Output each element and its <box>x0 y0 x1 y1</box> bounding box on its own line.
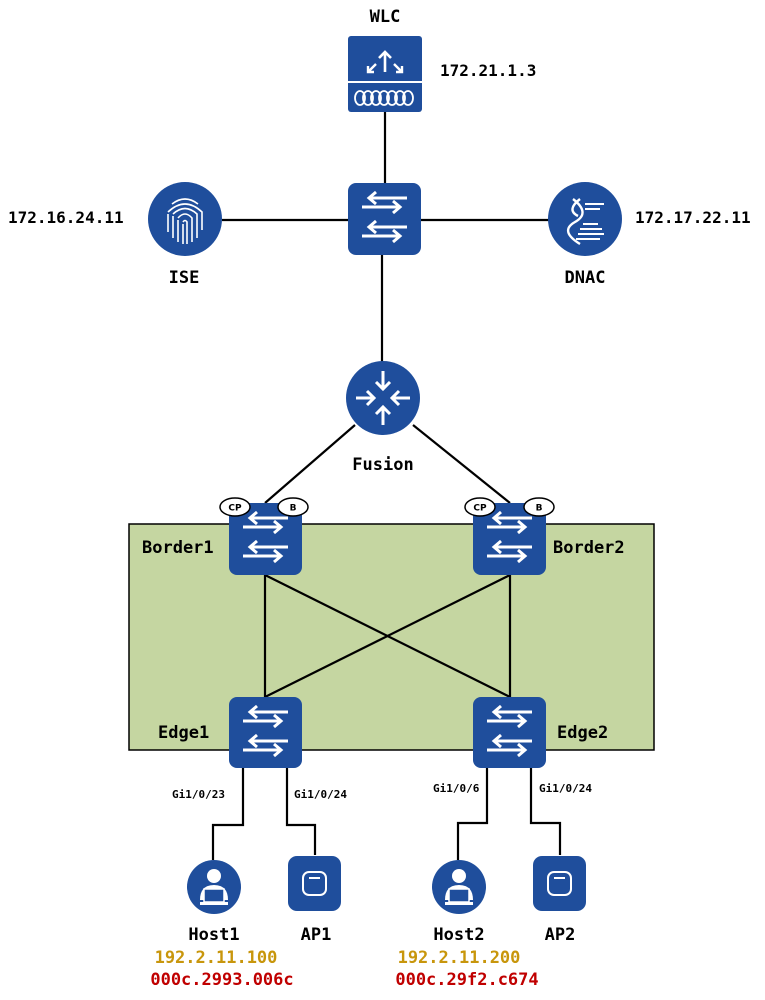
host-user-icon <box>432 860 486 914</box>
dnac-device[interactable]: 172.17.22.11 DNAC <box>548 182 751 288</box>
link-edge1-host1 <box>211 768 245 860</box>
ap2-device[interactable]: AP2 <box>533 856 586 945</box>
host2-mac: 000c.29f2.c674 <box>395 970 538 990</box>
ise-label: ISE <box>169 268 200 288</box>
ise-device[interactable]: 172.16.24.11 ISE <box>8 182 222 288</box>
host2-ip: 192.2.11.200 <box>398 948 521 968</box>
border1-device[interactable]: CP B Border1 <box>142 497 309 575</box>
svg-text:CP: CP <box>228 504 242 514</box>
ap1-label: AP1 <box>301 925 332 945</box>
access-point-icon <box>288 856 341 911</box>
ap1-device[interactable]: AP1 <box>288 856 341 945</box>
switch-icon <box>473 503 546 575</box>
host1-mac: 000c.2993.006c <box>150 970 293 990</box>
switch-icon <box>229 503 302 575</box>
port-label-edge2-ap2: Gi1/0/24 <box>539 782 592 795</box>
host2-device[interactable]: Host2 192.2.11.200 000c.29f2.c674 <box>395 860 539 990</box>
switch-icon <box>473 697 546 768</box>
fusion-device[interactable]: Fusion <box>346 361 420 475</box>
edge2-label: Edge2 <box>557 723 608 743</box>
fusion-label: Fusion <box>352 455 413 475</box>
port-label-edge1-ap1: Gi1/0/24 <box>294 788 347 801</box>
border1-label: Border1 <box>142 538 214 558</box>
edge1-device[interactable]: Edge1 <box>158 697 302 768</box>
dnac-ip: 172.17.22.11 <box>635 208 751 227</box>
switch-icon <box>348 183 421 255</box>
host2-label: Host2 <box>433 925 484 945</box>
svg-text:CP: CP <box>473 504 487 514</box>
svg-text:B: B <box>536 504 543 514</box>
core-switch-device[interactable] <box>348 183 421 255</box>
dna-center-icon <box>548 182 622 256</box>
link-border2-edge1 <box>264 574 511 698</box>
host1-label: Host1 <box>188 925 239 945</box>
ise-ip: 172.16.24.11 <box>8 208 124 227</box>
border-badge: B <box>523 497 555 517</box>
wlc-device[interactable]: WLC 172.21.1.3 <box>348 7 536 112</box>
link-fusion-border1 <box>264 424 356 504</box>
edge1-label: Edge1 <box>158 723 209 743</box>
border-badge: B <box>277 497 309 517</box>
port-label-edge2-host2: Gi1/0/6 <box>433 782 480 795</box>
host-user-icon <box>187 860 241 914</box>
cp-badge: CP <box>464 497 496 517</box>
host1-device[interactable]: Host1 192.2.11.100 000c.2993.006c <box>150 860 294 990</box>
router-icon <box>346 361 420 435</box>
cp-badge: CP <box>219 497 251 517</box>
port-label-edge1-host1: Gi1/0/23 <box>172 788 225 801</box>
border2-device[interactable]: CP B Border2 <box>464 497 625 575</box>
access-point-icon <box>533 856 586 911</box>
link-edge2-host2 <box>456 768 489 860</box>
edge2-device[interactable]: Edge2 <box>473 697 608 768</box>
fingerprint-icon <box>148 182 222 256</box>
wlc-label: WLC <box>370 7 401 27</box>
svg-text:B: B <box>290 504 297 514</box>
link-fusion-border2 <box>412 424 511 504</box>
switch-icon <box>229 697 302 768</box>
link-edge1-ap1 <box>285 768 317 855</box>
ap2-label: AP2 <box>545 925 576 945</box>
wireless-lan-controller-icon <box>348 36 422 112</box>
host1-ip: 192.2.11.100 <box>155 948 278 968</box>
border2-label: Border2 <box>553 538 625 558</box>
links <box>211 112 562 860</box>
link-edge2-ap2 <box>529 768 562 855</box>
dnac-label: DNAC <box>565 268 606 288</box>
wlc-ip: 172.21.1.3 <box>440 61 536 80</box>
